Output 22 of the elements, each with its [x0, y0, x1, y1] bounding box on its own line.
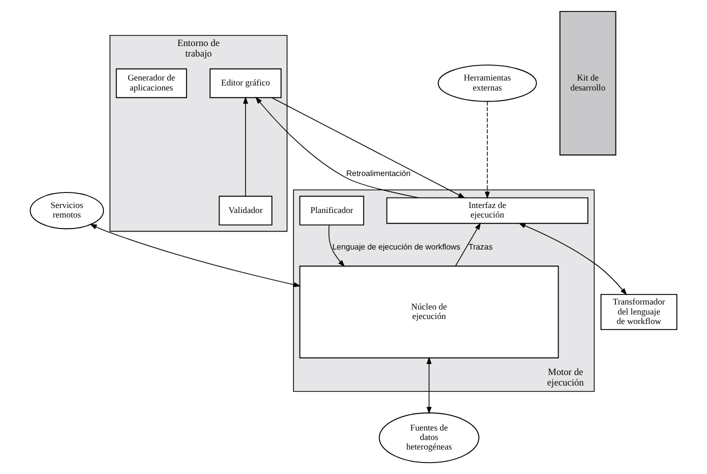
node-box: Planificador	[299, 196, 364, 226]
node-ellipse: Herramientas externas	[438, 64, 537, 102]
arrow	[90, 224, 301, 288]
arrow	[243, 96, 248, 196]
edge-label: Retroalimentación	[346, 168, 411, 178]
node-ellipse: Fuentes de datos heterogéneas	[378, 412, 480, 464]
node-box: Generador de aplicaciones	[116, 68, 188, 98]
edge-label: Trazas	[468, 242, 493, 252]
node-box: Transformador del lenguaje de workflow	[600, 294, 678, 330]
arrow	[255, 96, 419, 198]
node-box: Validador	[218, 196, 272, 226]
arrow	[518, 222, 628, 296]
arrow	[484, 101, 490, 199]
arrow	[271, 97, 466, 198]
node-box: Kit de desarrollo	[559, 10, 616, 156]
arrow	[426, 356, 432, 414]
arrow	[328, 224, 345, 268]
arrow	[455, 222, 481, 266]
edge-label: Lenguaje de ejecución de workflows	[332, 242, 460, 252]
node-box: Interfaz de ejecución	[386, 197, 588, 224]
node-box: Núcleo de ejecución	[299, 266, 559, 358]
node-box: Editor gráfico	[210, 68, 282, 98]
